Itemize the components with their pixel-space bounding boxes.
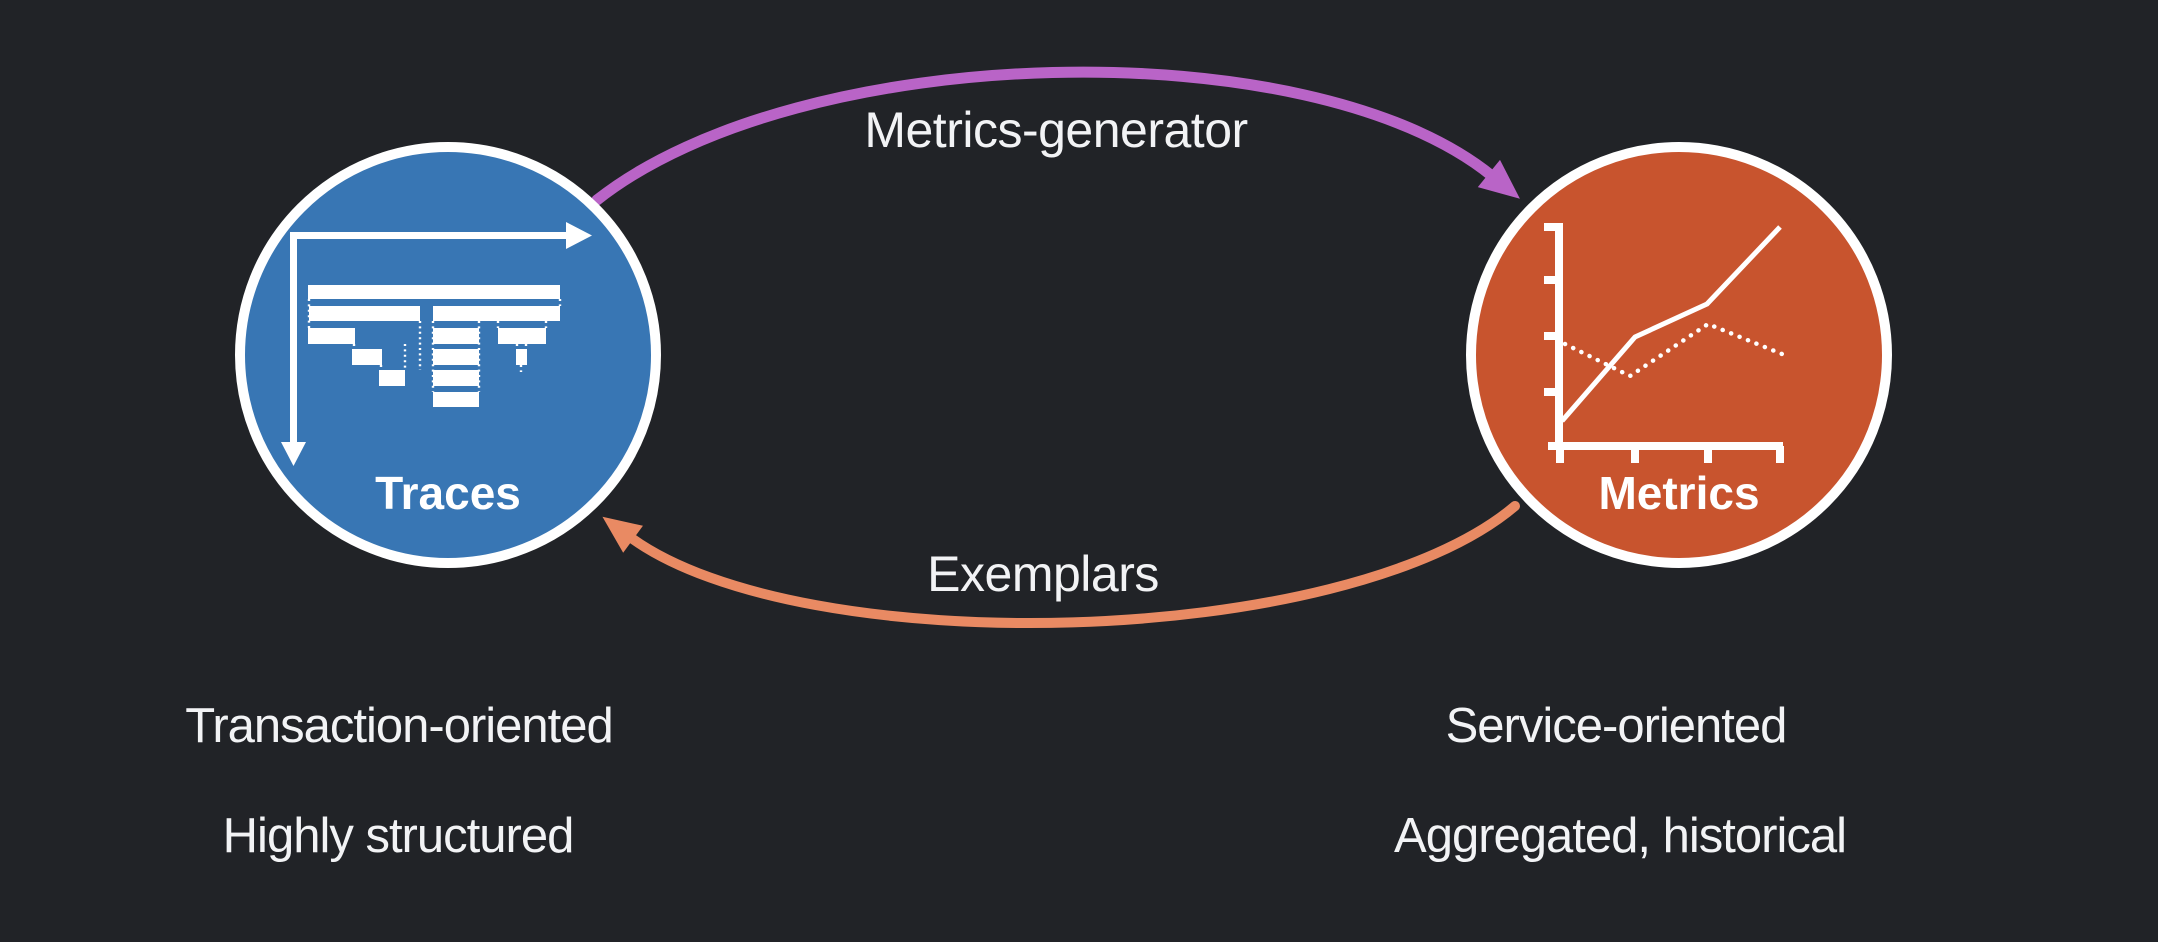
edge-label-exemplars: Exemplars (927, 546, 1159, 602)
trace-span-bars (308, 285, 560, 407)
trace-span-connectors (307, 299, 562, 392)
chart-dotted-series-line (1562, 321, 1785, 379)
chart-axes (1544, 223, 1784, 463)
node-traces: Traces (235, 142, 661, 568)
traces-description-1: Transaction-oriented (185, 699, 614, 753)
node-traces-label: Traces (375, 467, 521, 519)
traces-description-2: Highly structured (222, 809, 575, 863)
line-chart-icon (1544, 223, 1785, 463)
trace-waterfall-icon (281, 222, 592, 466)
trace-axes (281, 222, 592, 466)
metrics-description-2: Aggregated, historical (1394, 809, 1847, 863)
chart-solid-series-line (1560, 225, 1782, 423)
edge-label-metrics-generator: Metrics-generator (864, 102, 1248, 158)
node-metrics-label: Metrics (1598, 467, 1760, 519)
edge-metrics-generator-curve (591, 66, 1520, 206)
metrics-description-1: Service-oriented (1445, 699, 1788, 753)
edge-exemplars-curve (602, 501, 1520, 628)
node-metrics: Metrics (1466, 142, 1892, 568)
